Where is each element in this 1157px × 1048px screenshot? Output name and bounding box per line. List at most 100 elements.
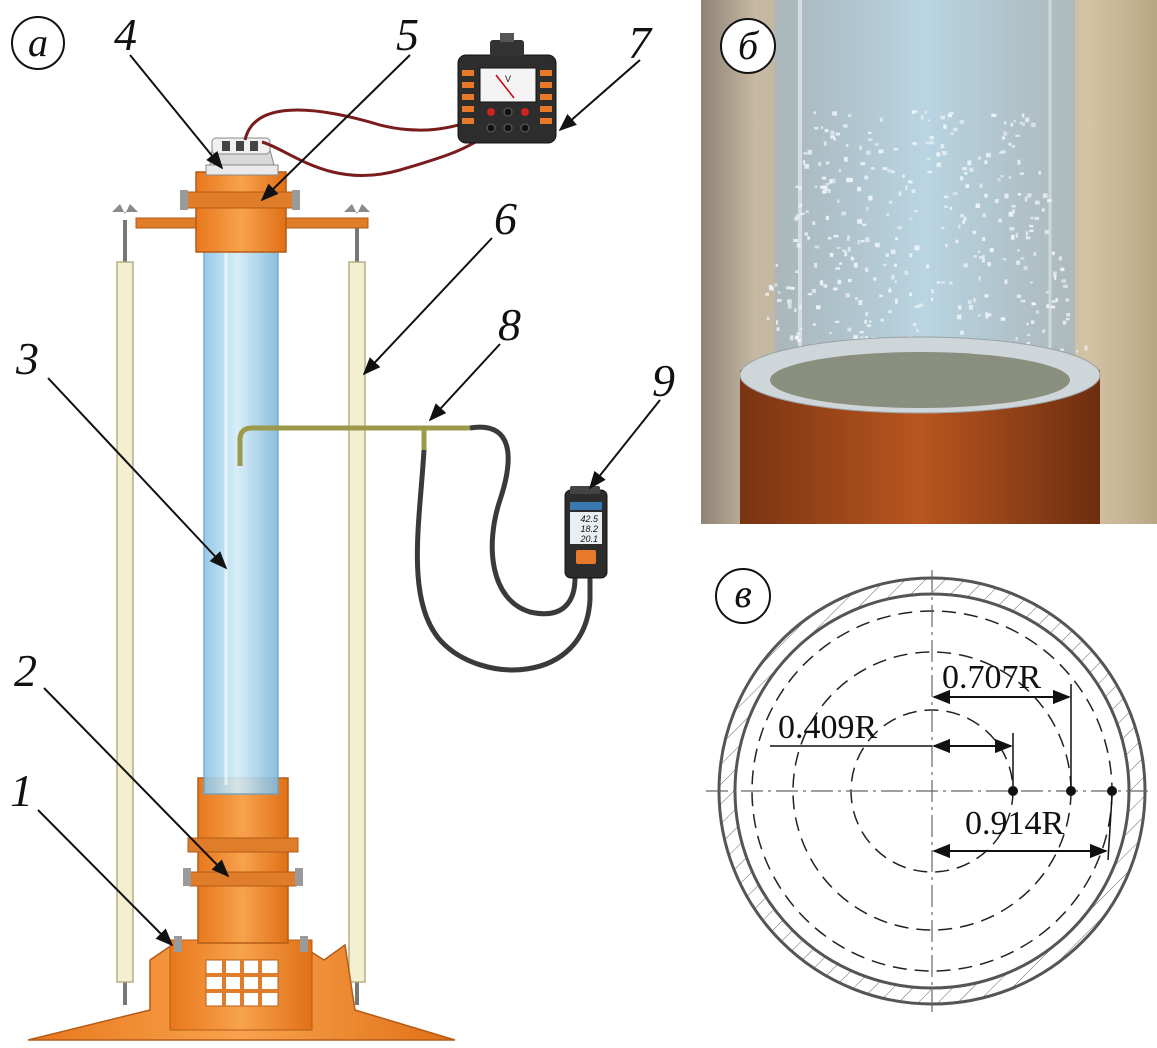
- particle: [812, 323, 816, 326]
- particle: [1024, 196, 1028, 202]
- panel-label-b: б: [720, 18, 776, 74]
- particle: [804, 164, 810, 169]
- particle: [1019, 121, 1023, 124]
- particle: [982, 258, 985, 263]
- particle: [912, 323, 917, 327]
- particle: [1051, 300, 1056, 303]
- particle: [867, 138, 873, 142]
- particle: [814, 185, 818, 188]
- particle: [768, 285, 773, 290]
- particle: [1031, 302, 1035, 306]
- particle: [967, 299, 972, 304]
- particle: [819, 280, 824, 286]
- particle: [1008, 176, 1011, 179]
- terminal-black-3: [503, 123, 513, 133]
- particle: [926, 141, 930, 145]
- particle: [1011, 145, 1015, 148]
- particle: [1017, 159, 1021, 165]
- particle: [847, 327, 852, 332]
- svg-text:в: в: [734, 571, 751, 616]
- particle: [827, 189, 831, 193]
- particle: [1008, 142, 1012, 146]
- label-1: 1: [10, 765, 33, 816]
- particle: [776, 320, 779, 325]
- particle: [931, 297, 934, 302]
- particle: [844, 157, 848, 162]
- particle: [953, 127, 958, 131]
- particle: [786, 286, 792, 290]
- particle: [1009, 227, 1015, 231]
- particle: [879, 294, 883, 298]
- particle: [865, 237, 870, 243]
- particle: [909, 217, 913, 220]
- particle: [833, 234, 839, 238]
- particle: [829, 252, 834, 257]
- label-6: 6: [494, 193, 517, 244]
- point-0707R: [1066, 786, 1076, 796]
- svg-text:а: а: [28, 20, 48, 65]
- meter-reading-2: 18.2: [580, 524, 598, 534]
- particle: [1029, 224, 1034, 228]
- particle: [1016, 260, 1020, 265]
- particle: [799, 304, 802, 310]
- particle: [835, 132, 840, 136]
- particle: [807, 236, 811, 240]
- particle: [1034, 216, 1040, 221]
- particle: [1026, 333, 1031, 336]
- particle: [952, 192, 958, 195]
- particle: [885, 253, 889, 257]
- leader-3: [47, 377, 228, 570]
- particle: [1038, 170, 1041, 175]
- particle: [791, 286, 795, 290]
- particle: [857, 240, 860, 245]
- particle: [794, 308, 797, 312]
- particle: [977, 314, 981, 317]
- particle: [973, 298, 976, 303]
- particle: [942, 151, 947, 156]
- particle: [1003, 131, 1008, 136]
- particle: [1065, 317, 1070, 321]
- particle: [968, 304, 974, 310]
- particle: [1000, 317, 1006, 321]
- particle: [1027, 193, 1032, 198]
- particle: [1076, 350, 1079, 353]
- particle: [1026, 322, 1029, 326]
- particle: [805, 210, 809, 213]
- particle: [940, 281, 945, 284]
- particle: [1034, 200, 1040, 205]
- particle: [795, 270, 799, 273]
- particle: [777, 291, 781, 294]
- particle: [979, 183, 983, 188]
- particle: [882, 167, 888, 171]
- particle: [1002, 136, 1006, 140]
- particle: [842, 249, 847, 252]
- particle: [918, 303, 924, 307]
- particle: [823, 284, 828, 288]
- leader-2: [43, 687, 230, 878]
- particle: [959, 120, 964, 124]
- particle: [985, 152, 991, 158]
- particle: [880, 318, 884, 322]
- panel-b-photo: б: [701, 0, 1157, 524]
- particle: [867, 131, 872, 134]
- particle: [902, 174, 905, 178]
- particle: [862, 223, 867, 227]
- voltmeter-unit-label: V: [505, 74, 511, 84]
- particle: [1011, 205, 1016, 208]
- leader-4: [129, 54, 224, 170]
- particle: [1042, 329, 1046, 333]
- particle: [833, 287, 838, 291]
- particle: [1053, 271, 1057, 277]
- particle: [869, 320, 872, 323]
- particle: [979, 256, 984, 259]
- particle: [865, 311, 868, 317]
- support-rod-right: [344, 204, 370, 1005]
- particle: [864, 319, 867, 324]
- dim-label-0914R: 0.914R: [965, 805, 1065, 842]
- particle: [796, 214, 801, 219]
- particle: [949, 206, 953, 211]
- leader-6: [362, 237, 493, 376]
- particle: [945, 243, 948, 248]
- particle: [987, 313, 992, 317]
- power-wire-1: [243, 108, 491, 141]
